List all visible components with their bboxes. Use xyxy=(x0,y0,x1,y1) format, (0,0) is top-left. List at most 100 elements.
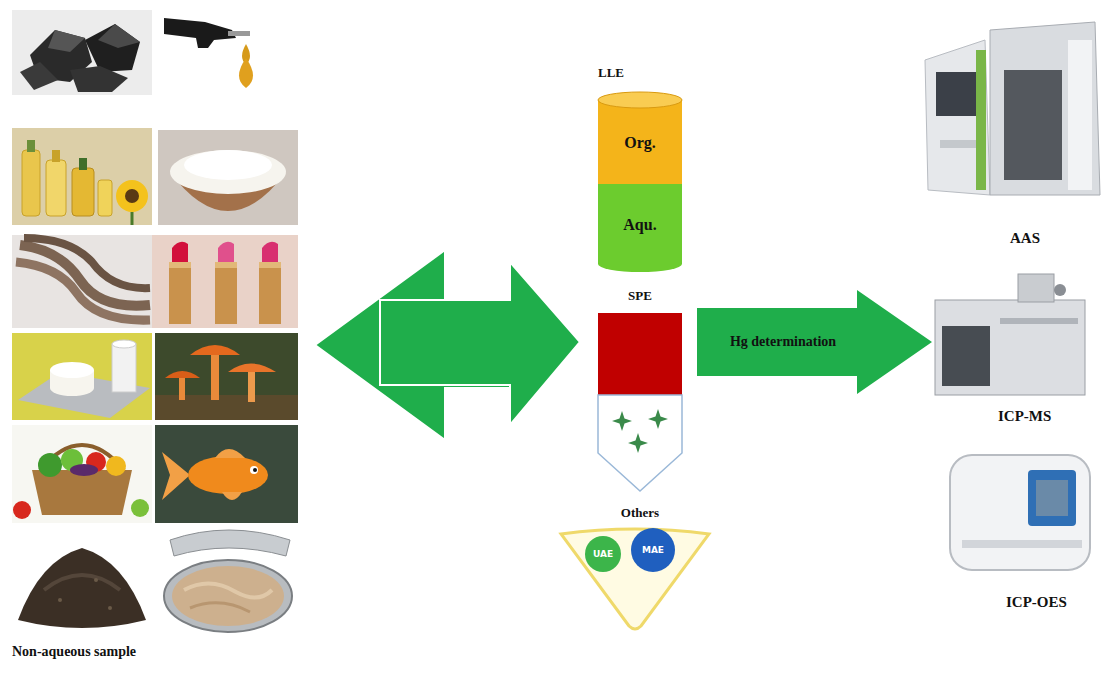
mushroom-photo-part xyxy=(155,395,298,420)
goldfish-photo-part xyxy=(155,425,298,523)
rice-photo-part xyxy=(184,150,272,180)
vegetables-photo-part xyxy=(32,470,132,515)
fuel-nozzle-photo-part xyxy=(239,58,253,88)
extraction-vessel: OthersUAE MAE xyxy=(555,498,715,635)
lipstick-photo-part xyxy=(215,262,237,324)
icp-ms-instrument xyxy=(935,274,1085,395)
dairy-photo-part xyxy=(50,362,94,378)
coal-photo-part xyxy=(12,10,152,95)
icp-ms-instrument-part xyxy=(1054,284,1066,296)
icp-oes-instrument-part xyxy=(1028,470,1076,526)
vegetable-oil-photo-part xyxy=(125,189,139,203)
node-heading: SPE xyxy=(598,285,682,307)
lipstick-photo-part xyxy=(152,235,298,328)
icp-oes-instrument-part xyxy=(1036,480,1068,516)
tuna-can-photo-part xyxy=(172,566,284,626)
coal-photo-part xyxy=(98,24,140,48)
fuel-nozzle-photo-part xyxy=(158,10,298,95)
aas-instrument-part xyxy=(925,40,990,195)
node-text: MAE xyxy=(631,528,675,572)
organic-layer xyxy=(598,100,682,184)
node-text: UAE xyxy=(585,536,621,572)
lipstick-photo-part xyxy=(169,262,191,268)
tea-powder-photo-part xyxy=(94,578,98,582)
mushroom-photo xyxy=(155,333,298,420)
spe-cartridge-outline xyxy=(598,313,682,493)
mushroom-photo-part xyxy=(155,333,298,420)
hair-photo xyxy=(12,235,152,328)
rice-photo-part xyxy=(170,150,286,194)
lipstick-photo xyxy=(152,235,298,328)
vegetable-oil-photo xyxy=(12,128,152,225)
lipstick-photo-part xyxy=(172,242,188,262)
vegetable-oil-photo-part xyxy=(22,150,40,216)
vegetables-photo-part xyxy=(131,499,149,517)
vegetables-photo-part xyxy=(70,464,98,476)
coal-photo-part xyxy=(20,62,58,90)
vegetables-photo-part xyxy=(106,456,126,476)
fuel-nozzle-photo-part xyxy=(164,18,236,48)
vegetable-oil-photo-part xyxy=(12,128,152,225)
node-text: Hg determination xyxy=(707,308,859,376)
vegetable-oil-photo-part xyxy=(27,140,35,152)
tea-powder-photo-part xyxy=(12,528,152,638)
rice-photo xyxy=(158,130,298,225)
aqueous-layer xyxy=(598,184,682,272)
tuna-can-photo-part xyxy=(184,583,272,597)
coal-photo xyxy=(12,10,152,95)
lipstick-photo-part xyxy=(169,262,191,324)
sorbent-bed xyxy=(598,313,682,395)
hair-photo-part xyxy=(12,235,152,328)
tuna-can-photo xyxy=(155,528,300,640)
sample-caption: Non-aqueous sample xyxy=(12,644,136,660)
coal-photo-part xyxy=(85,24,140,72)
icp-oes-instrument xyxy=(950,455,1090,570)
vegetables-photo-part xyxy=(12,425,152,523)
dairy-photo-part xyxy=(112,340,136,348)
aas-instrument-part xyxy=(940,140,976,148)
aas-instrument-part xyxy=(1068,40,1092,190)
node-text: Org. xyxy=(598,108,682,178)
coal-photo-part xyxy=(70,66,128,92)
dairy-photo xyxy=(12,333,152,420)
vegetables-photo-part xyxy=(13,501,31,519)
spe-cartridge: SPE xyxy=(598,313,682,493)
vegetable-oil-photo-part xyxy=(116,180,148,212)
tea-powder-photo-part xyxy=(18,548,146,628)
instrument-label: AAS xyxy=(1010,230,1040,247)
goldfish-photo-part xyxy=(162,452,190,500)
goldfish-photo-part xyxy=(188,456,268,494)
vegetables-photo-part xyxy=(38,453,62,477)
tuna-can-photo-part xyxy=(190,603,250,612)
coal-photo-part xyxy=(48,30,85,52)
block-arrow: Hg determination xyxy=(697,290,932,394)
instrument-label: ICP-MS xyxy=(998,408,1051,425)
aas-instrument xyxy=(925,22,1100,195)
lipstick-photo-part xyxy=(259,262,281,268)
vegetable-oil-photo-part xyxy=(131,212,134,225)
goldfish-photo-part xyxy=(250,466,258,474)
dairy-photo-part xyxy=(12,333,152,420)
hair-photo-part xyxy=(24,238,150,288)
vegetable-oil-photo-part xyxy=(98,180,112,216)
vegetable-oil-photo-part xyxy=(79,158,87,170)
goldfish-photo-part xyxy=(215,449,245,458)
tea-powder-photo-part xyxy=(58,598,62,602)
mae-circle: MAE xyxy=(631,528,675,572)
hair-photo-part xyxy=(16,262,150,320)
fuel-nozzle-photo-part xyxy=(228,31,250,36)
organic-phase-band: Org. xyxy=(598,108,682,178)
cartridge-tip xyxy=(598,395,682,491)
icp-ms-instrument-part xyxy=(942,326,990,386)
aas-instrument-part xyxy=(1004,70,1062,180)
tuna-can-photo-part xyxy=(155,528,300,640)
node-text: Others xyxy=(565,502,715,524)
icp-ms-instrument-part xyxy=(935,300,1085,395)
double-block-arrow xyxy=(315,250,580,440)
tea-powder-photo xyxy=(12,528,152,638)
icp-ms-instrument-part xyxy=(1018,274,1054,302)
aas-instrument-part xyxy=(976,50,986,190)
uae-circle: UAE xyxy=(585,536,621,572)
node-text: Aqu. xyxy=(598,188,682,262)
